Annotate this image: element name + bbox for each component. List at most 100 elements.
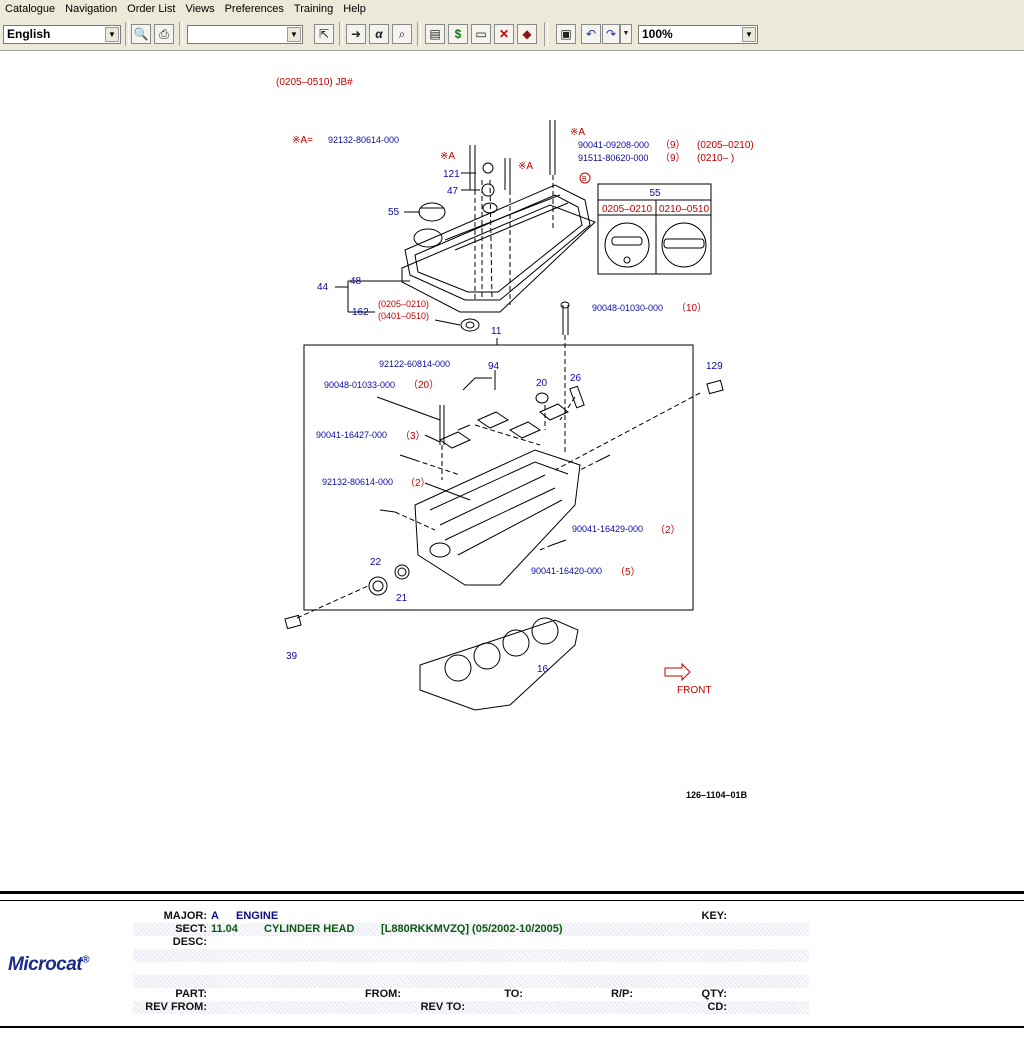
part-number-90048-01033[interactable]: 90048-01033-000 — [324, 380, 395, 390]
toolbar-separator — [544, 22, 548, 46]
menu-catalogue[interactable]: Catalogue — [5, 3, 56, 15]
chevron-down-icon[interactable]: ▼ — [287, 27, 301, 42]
oil-cap-variant-box — [597, 183, 712, 275]
major-row: MAJOR: A ENGINE KEY: — [133, 910, 809, 923]
callout-20[interactable]: 20 — [536, 378, 548, 389]
callout-129[interactable]: 129 — [706, 361, 723, 372]
footer-divider — [0, 1026, 1024, 1028]
desc-label: DESC: — [172, 936, 207, 948]
callout-162[interactable]: 162 — [352, 307, 369, 318]
circle-b-mark: B — [582, 176, 587, 183]
oil-cap-old-icon — [604, 222, 650, 268]
major-name: ENGINE — [236, 910, 279, 922]
blank-row — [133, 975, 809, 988]
magnifier-icon: ⌕ — [398, 27, 406, 41]
sect-row: SECT: 11.04 CYLINDER HEAD [L880RKKMVZQ] … — [133, 923, 809, 936]
menu-order-list[interactable]: Order List — [127, 3, 176, 15]
footer-divider — [0, 900, 1024, 901]
undo-button[interactable]: ↶ — [581, 24, 601, 44]
search-select[interactable]: ▼ — [187, 25, 303, 44]
menu-navigation[interactable]: Navigation — [65, 3, 118, 15]
menu-bar: Catalogue Navigation Order List Views Prefer… — [0, 0, 1024, 18]
callout-94[interactable]: 94 — [488, 361, 500, 372]
monitor-icon: ▭ — [475, 27, 487, 41]
navigate-icon: ➜ — [350, 27, 362, 41]
printer-icon: ⎙ — [159, 27, 169, 41]
alpha-search-button[interactable]: α — [369, 24, 389, 44]
callout-47[interactable]: 47 — [447, 186, 459, 197]
print-button[interactable]: ⎙ — [154, 24, 174, 44]
callout-11[interactable]: 11 — [491, 326, 502, 337]
qty-label: （9） — [660, 152, 686, 164]
part-number-90048-01030[interactable]: 90048-01030-000 — [592, 303, 663, 313]
asterisk-a-mark: ※A — [570, 127, 585, 138]
cylinder-head-frame — [303, 344, 694, 611]
notes-button[interactable]: ▣ — [556, 24, 576, 44]
pointer-icon: ⇱ — [318, 27, 330, 41]
menu-preferences[interactable]: Preferences — [224, 3, 284, 15]
date-range: (0210– ) — [697, 153, 734, 164]
callout-55[interactable]: 55 — [388, 207, 400, 218]
redo-button[interactable]: ↷ — [602, 24, 620, 44]
callout-39[interactable]: 39 — [286, 651, 298, 662]
part-label: PART: — [175, 988, 207, 1000]
diagram-canvas[interactable]: (0205–0510) JB# ※A= 92132-80614-000 ※A ※… — [0, 51, 1024, 891]
to-label: TO: — [504, 988, 523, 1000]
chevron-down-icon[interactable]: ▼ — [742, 27, 756, 42]
qty-label: （3） — [400, 430, 426, 442]
parts-diagram[interactable]: (0205–0510) JB# ※A= 92132-80614-000 ※A ※… — [0, 51, 1024, 891]
microcat-logo: Microcat® — [8, 954, 90, 976]
box-column-1: 0205–0210 — [602, 204, 652, 215]
callout-26[interactable]: 26 — [570, 373, 582, 384]
language-select[interactable]: English ▼ — [3, 25, 121, 44]
menu-views[interactable]: Views — [185, 3, 215, 15]
print-preview-button[interactable]: 🔍 — [131, 24, 151, 44]
monitor-button[interactable]: ▭ — [471, 24, 491, 44]
illustration-id: 126–1104–01B — [686, 790, 748, 800]
oil-cap-new-icon — [661, 222, 707, 268]
callout-44[interactable]: 44 — [317, 282, 329, 293]
callout-22[interactable]: 22 — [370, 557, 382, 568]
zoom-select[interactable]: 100% ▼ — [638, 25, 758, 44]
qty-label: （5） — [615, 566, 641, 578]
part-number-91511[interactable]: 91511-80620-000 — [578, 153, 648, 163]
select-pointer-button[interactable]: ⇱ — [314, 24, 334, 44]
rev-to-label: REV TO: — [420, 1001, 465, 1013]
qty-label: （9） — [660, 139, 686, 151]
callout-48[interactable]: 48 — [350, 276, 362, 287]
part-number-90041-09208[interactable]: 90041-09208-000 — [578, 140, 649, 150]
qty-label: （10） — [676, 302, 707, 314]
book-icon: ◆ — [522, 27, 532, 41]
menu-help[interactable]: Help — [343, 3, 366, 15]
box-column-2: 0210–0510 — [659, 204, 709, 215]
callout-55-box[interactable]: 55 — [649, 188, 661, 199]
part-number-90041-16429[interactable]: 90041-16429-000 — [572, 524, 643, 534]
part-number-92132-a[interactable]: 92132-80614-000 — [328, 135, 399, 145]
book-button[interactable]: ◆ — [517, 24, 537, 44]
part-number-90041-16427[interactable]: 90041-16427-000 — [316, 430, 387, 440]
find-button[interactable]: ⌕ — [392, 24, 412, 44]
chevron-down-icon[interactable]: ▼ — [105, 27, 119, 42]
sect-label: SECT: — [175, 923, 207, 935]
selection-info-panel: MAJOR: A ENGINE KEY: SECT: 11.04 CYLINDE… — [133, 910, 809, 1014]
rev-from-label: REV FROM: — [145, 1001, 207, 1013]
cd-label: CD: — [707, 1001, 727, 1013]
head-cover-drawing — [404, 184, 591, 301]
callout-121[interactable]: 121 — [443, 169, 460, 180]
part-number-92132-b[interactable]: 92132-80614-000 — [322, 477, 393, 487]
part-number-90041-16420[interactable]: 90041-16420-000 — [531, 566, 602, 576]
desc-row: DESC: — [133, 936, 809, 949]
navigate-button[interactable]: ➜ — [346, 24, 366, 44]
delete-button[interactable]: ✕ — [494, 24, 514, 44]
date-range: (0205–0210) — [697, 140, 754, 151]
price-button[interactable]: $ — [448, 24, 468, 44]
menu-training[interactable]: Training — [293, 3, 334, 15]
callout-21[interactable]: 21 — [396, 593, 408, 604]
redo-dropdown-button[interactable]: ▼ — [620, 24, 632, 44]
preview-icon: 🔍 — [133, 27, 149, 41]
blank-row — [133, 949, 809, 962]
callout-16[interactable]: 16 — [537, 664, 549, 675]
part-number-92122[interactable]: 92122-60814-000 — [379, 359, 450, 369]
front-label: FRONT — [677, 685, 711, 696]
parts-list-button[interactable]: ▤ — [425, 24, 445, 44]
